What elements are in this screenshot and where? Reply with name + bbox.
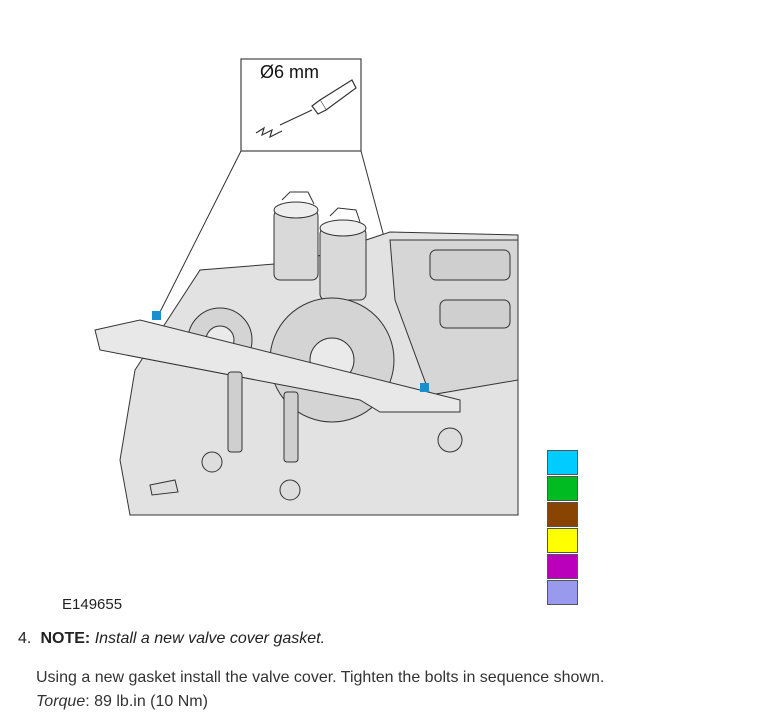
torque-label: Torque	[36, 693, 86, 710]
engine-body	[94, 191, 519, 516]
color-swatch	[547, 476, 578, 501]
callout-box	[240, 58, 362, 152]
torque-spec: Torque: 89 lb.in (10 Nm)	[36, 690, 604, 714]
torque-value: : 89 lb.in (10 Nm)	[85, 693, 208, 710]
note-text: Install a new valve cover gasket.	[94, 630, 326, 647]
color-swatch	[547, 580, 578, 605]
color-swatch-stack	[547, 450, 578, 606]
step-number: 4.	[18, 630, 32, 647]
step-note: 4. NOTE: Install a new valve cover gaske…	[18, 629, 325, 649]
leader-line-left	[156, 150, 242, 319]
instruction-text: Using a new gasket install the valve cov…	[36, 669, 605, 686]
callout-label: Ø6 mm	[260, 62, 320, 82]
sealant-point-right	[420, 383, 429, 392]
sealant-point-left	[152, 311, 161, 320]
step-instruction: Using a new gasket install the valve cov…	[36, 666, 604, 714]
color-swatch	[547, 502, 578, 527]
color-swatch	[547, 450, 578, 475]
color-swatch	[547, 554, 578, 579]
note-label: NOTE:	[40, 630, 91, 647]
engine-illustration	[94, 58, 519, 516]
applicator-icon	[255, 79, 357, 139]
color-swatch	[547, 528, 578, 553]
figure-id: E149655	[62, 596, 123, 613]
